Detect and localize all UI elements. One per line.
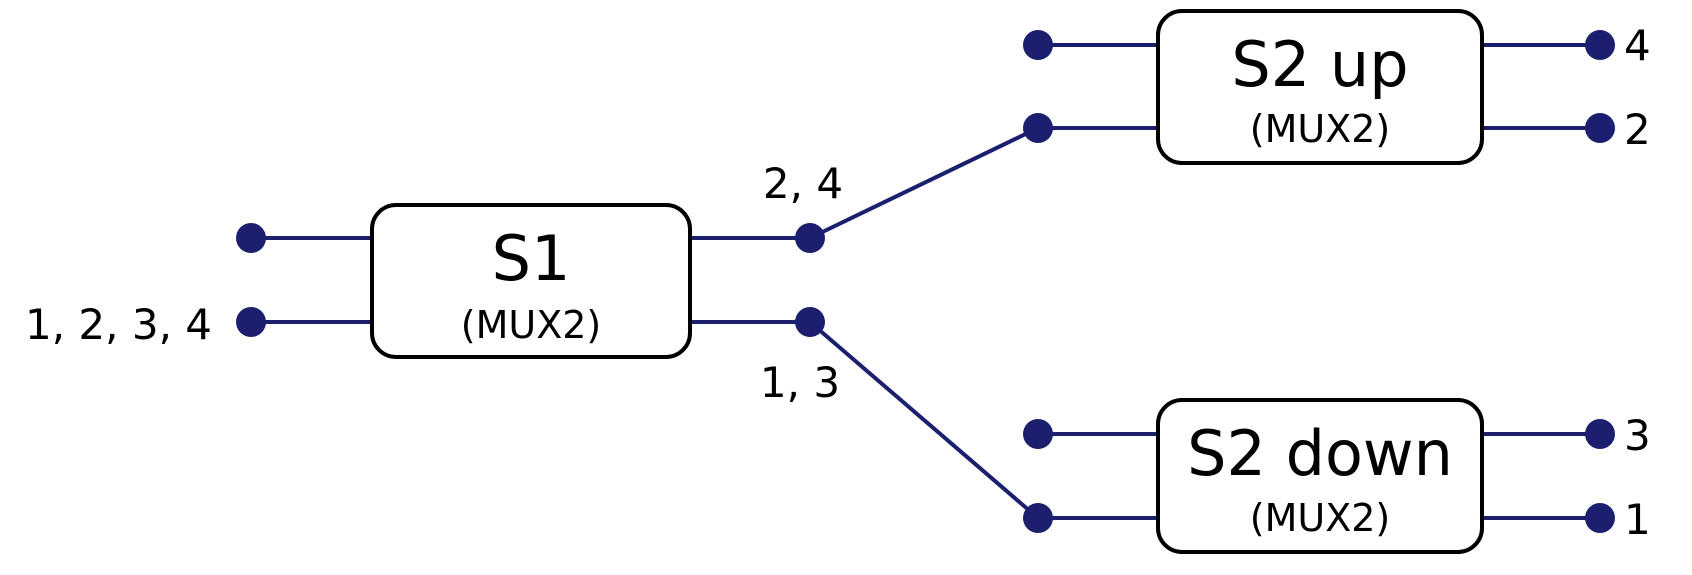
s2-down-output-top-node bbox=[1585, 419, 1615, 449]
s1-input-top-node bbox=[236, 223, 266, 253]
block-s2-up-title: S2 up bbox=[1231, 28, 1408, 101]
s2-up-output-top-node bbox=[1585, 30, 1615, 60]
s1-to-s2-down-wire bbox=[808, 320, 1040, 520]
s2-down-output-bottom-node bbox=[1585, 503, 1615, 533]
s2-down-input-top-node bbox=[1023, 419, 1053, 449]
s1-output-bottom-node bbox=[795, 307, 825, 337]
s2-up-input-top-node bbox=[1023, 30, 1053, 60]
block-s2-up-subtitle: (MUX2) bbox=[1250, 107, 1390, 151]
s2-up-output-bottom-label: 2 bbox=[1624, 105, 1651, 154]
s2-up-input-bottom-node bbox=[1023, 113, 1053, 143]
block-s1-title: S1 bbox=[492, 222, 571, 295]
block-s2-down: S2 down (MUX2) bbox=[1156, 398, 1484, 554]
s2-up-output-bottom-node bbox=[1585, 113, 1615, 143]
s1-upper-output-label: 2, 4 bbox=[763, 159, 843, 208]
block-s1-subtitle: (MUX2) bbox=[461, 303, 601, 347]
block-s1: S1 (MUX2) bbox=[370, 203, 692, 359]
block-s2-up-box bbox=[1156, 9, 1484, 165]
s1-to-s2-up-wire bbox=[809, 126, 1039, 240]
signal-labels: 1, 2, 3, 4 2, 4 1, 3 4 2 3 1 bbox=[25, 21, 1651, 544]
s2-down-output-top-label: 3 bbox=[1624, 411, 1651, 460]
s1-input-bottom-node bbox=[236, 307, 266, 337]
nodes bbox=[236, 30, 1615, 533]
s2-up-output-top-label: 4 bbox=[1624, 21, 1651, 70]
s1-lower-output-label: 1, 3 bbox=[760, 358, 840, 407]
s2-down-output-bottom-label: 1 bbox=[1624, 495, 1651, 544]
wires bbox=[251, 43, 1600, 520]
s2-down-input-bottom-node bbox=[1023, 503, 1053, 533]
block-s2-down-box bbox=[1156, 398, 1484, 554]
block-s1-box bbox=[370, 203, 692, 359]
s1-output-top-node bbox=[795, 223, 825, 253]
input-label: 1, 2, 3, 4 bbox=[25, 300, 212, 349]
block-s2-up: S2 up (MUX2) bbox=[1156, 9, 1484, 165]
block-s2-down-subtitle: (MUX2) bbox=[1250, 496, 1390, 540]
block-s2-down-title: S2 down bbox=[1187, 417, 1453, 490]
